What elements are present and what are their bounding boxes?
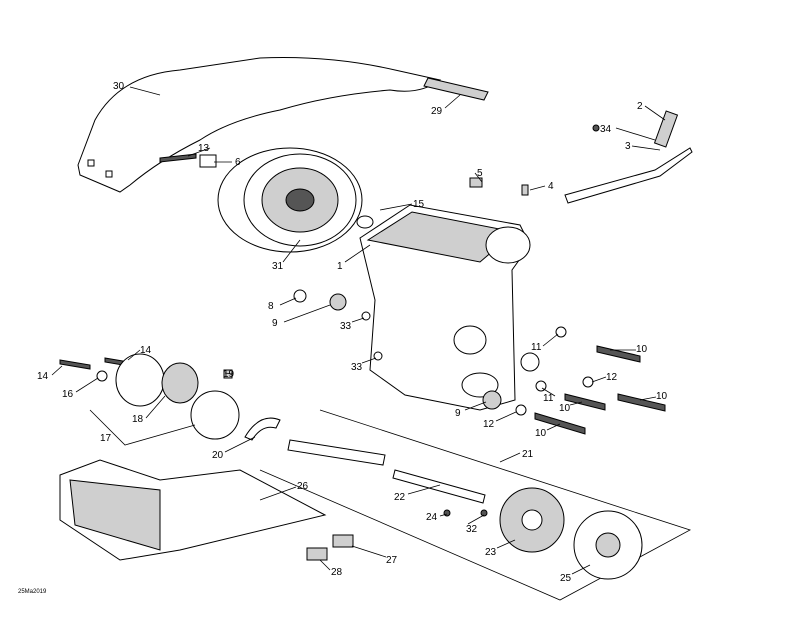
callout-10: 10 [656, 391, 668, 402]
callout-5: 5 [477, 168, 483, 179]
callout-15: 15 [413, 199, 425, 210]
callout-33: 33 [351, 362, 363, 373]
callout-14: 14 [37, 371, 49, 382]
callout-2: 2 [637, 101, 643, 112]
callout-1: 1 [337, 261, 343, 272]
callout-10: 10 [535, 428, 547, 439]
date-stamp: 25Ma2019 [18, 589, 47, 595]
callout-10: 10 [636, 344, 648, 355]
callout-9: 9 [455, 408, 461, 419]
callout-26: 26 [297, 481, 309, 492]
callout-19: 19 [223, 369, 235, 380]
callout-6: 6 [235, 157, 241, 168]
callout-21: 21 [522, 449, 534, 460]
part-cover [77, 57, 442, 193]
callout-23: 23 [485, 547, 497, 558]
callout-11: 11 [531, 342, 542, 353]
callout-9: 9 [272, 318, 278, 329]
callout-22: 22 [394, 492, 406, 503]
callout-13: 13 [198, 143, 210, 154]
callout-27: 27 [386, 555, 398, 566]
callout-25: 25 [560, 573, 572, 584]
callout-30: 30 [113, 81, 125, 92]
callout-33: 33 [340, 321, 352, 332]
part-gearbox [359, 204, 531, 411]
callout-8: 8 [268, 301, 274, 312]
part-pulley [217, 147, 363, 253]
callout-29: 29 [431, 106, 443, 117]
callout-28: 28 [331, 567, 343, 578]
callout-16: 16 [62, 389, 74, 400]
callout-18: 18 [132, 414, 144, 425]
callout-3: 3 [625, 141, 631, 152]
callout-31: 31 [272, 261, 284, 272]
callout-10: 10 [559, 403, 571, 414]
callout-20: 20 [212, 450, 224, 461]
callout-12: 12 [483, 419, 495, 430]
callout-11: 11 [543, 393, 554, 404]
callout-32: 32 [466, 524, 478, 535]
callout-4: 4 [548, 181, 554, 192]
part-29 [423, 77, 489, 101]
callout-34: 34 [600, 124, 612, 135]
part-rod [564, 147, 693, 204]
callout-14: 14 [140, 345, 152, 356]
callout-17: 17 [100, 433, 112, 444]
part-shaft [287, 439, 386, 466]
callout-24: 24 [426, 512, 438, 523]
callout-12: 12 [606, 372, 618, 383]
